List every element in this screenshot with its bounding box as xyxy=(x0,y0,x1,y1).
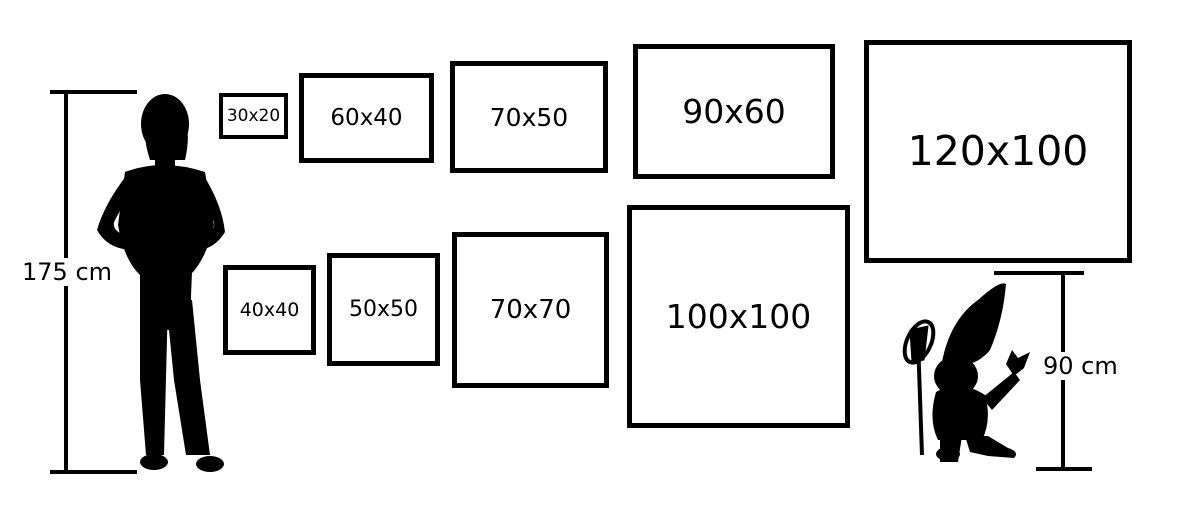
frame-40x40: 40x40 xyxy=(223,265,316,355)
frame-120x100-label: 120x100 xyxy=(907,127,1089,175)
frame-70x70: 70x70 xyxy=(452,232,609,388)
frame-30x20: 30x20 xyxy=(219,93,288,139)
woman-silhouette-icon xyxy=(97,94,225,472)
frame-60x40-label: 60x40 xyxy=(330,104,403,131)
frame-100x100-label: 100x100 xyxy=(665,297,812,336)
frame-40x40-label: 40x40 xyxy=(239,298,300,321)
frame-120x100: 120x100 xyxy=(864,40,1132,263)
frame-90x60: 90x60 xyxy=(633,44,835,179)
frame-70x70-label: 70x70 xyxy=(489,295,572,325)
frame-50x50: 50x50 xyxy=(327,253,440,366)
frame-70x50-label: 70x50 xyxy=(489,102,569,132)
gnome-height-label: 90 cm xyxy=(1041,352,1120,380)
frame-60x40: 60x40 xyxy=(299,73,434,163)
frame-70x50: 70x50 xyxy=(450,61,608,173)
frame-100x100: 100x100 xyxy=(627,205,850,428)
frame-30x20-label: 30x20 xyxy=(226,105,281,126)
human-height-label: 175 cm xyxy=(20,258,115,286)
butterfly-net-icon xyxy=(902,319,936,456)
frame-50x50-label: 50x50 xyxy=(348,296,418,322)
frame-90x60-label: 90x60 xyxy=(682,92,786,131)
gnome-silhouette-icon xyxy=(932,283,1030,462)
